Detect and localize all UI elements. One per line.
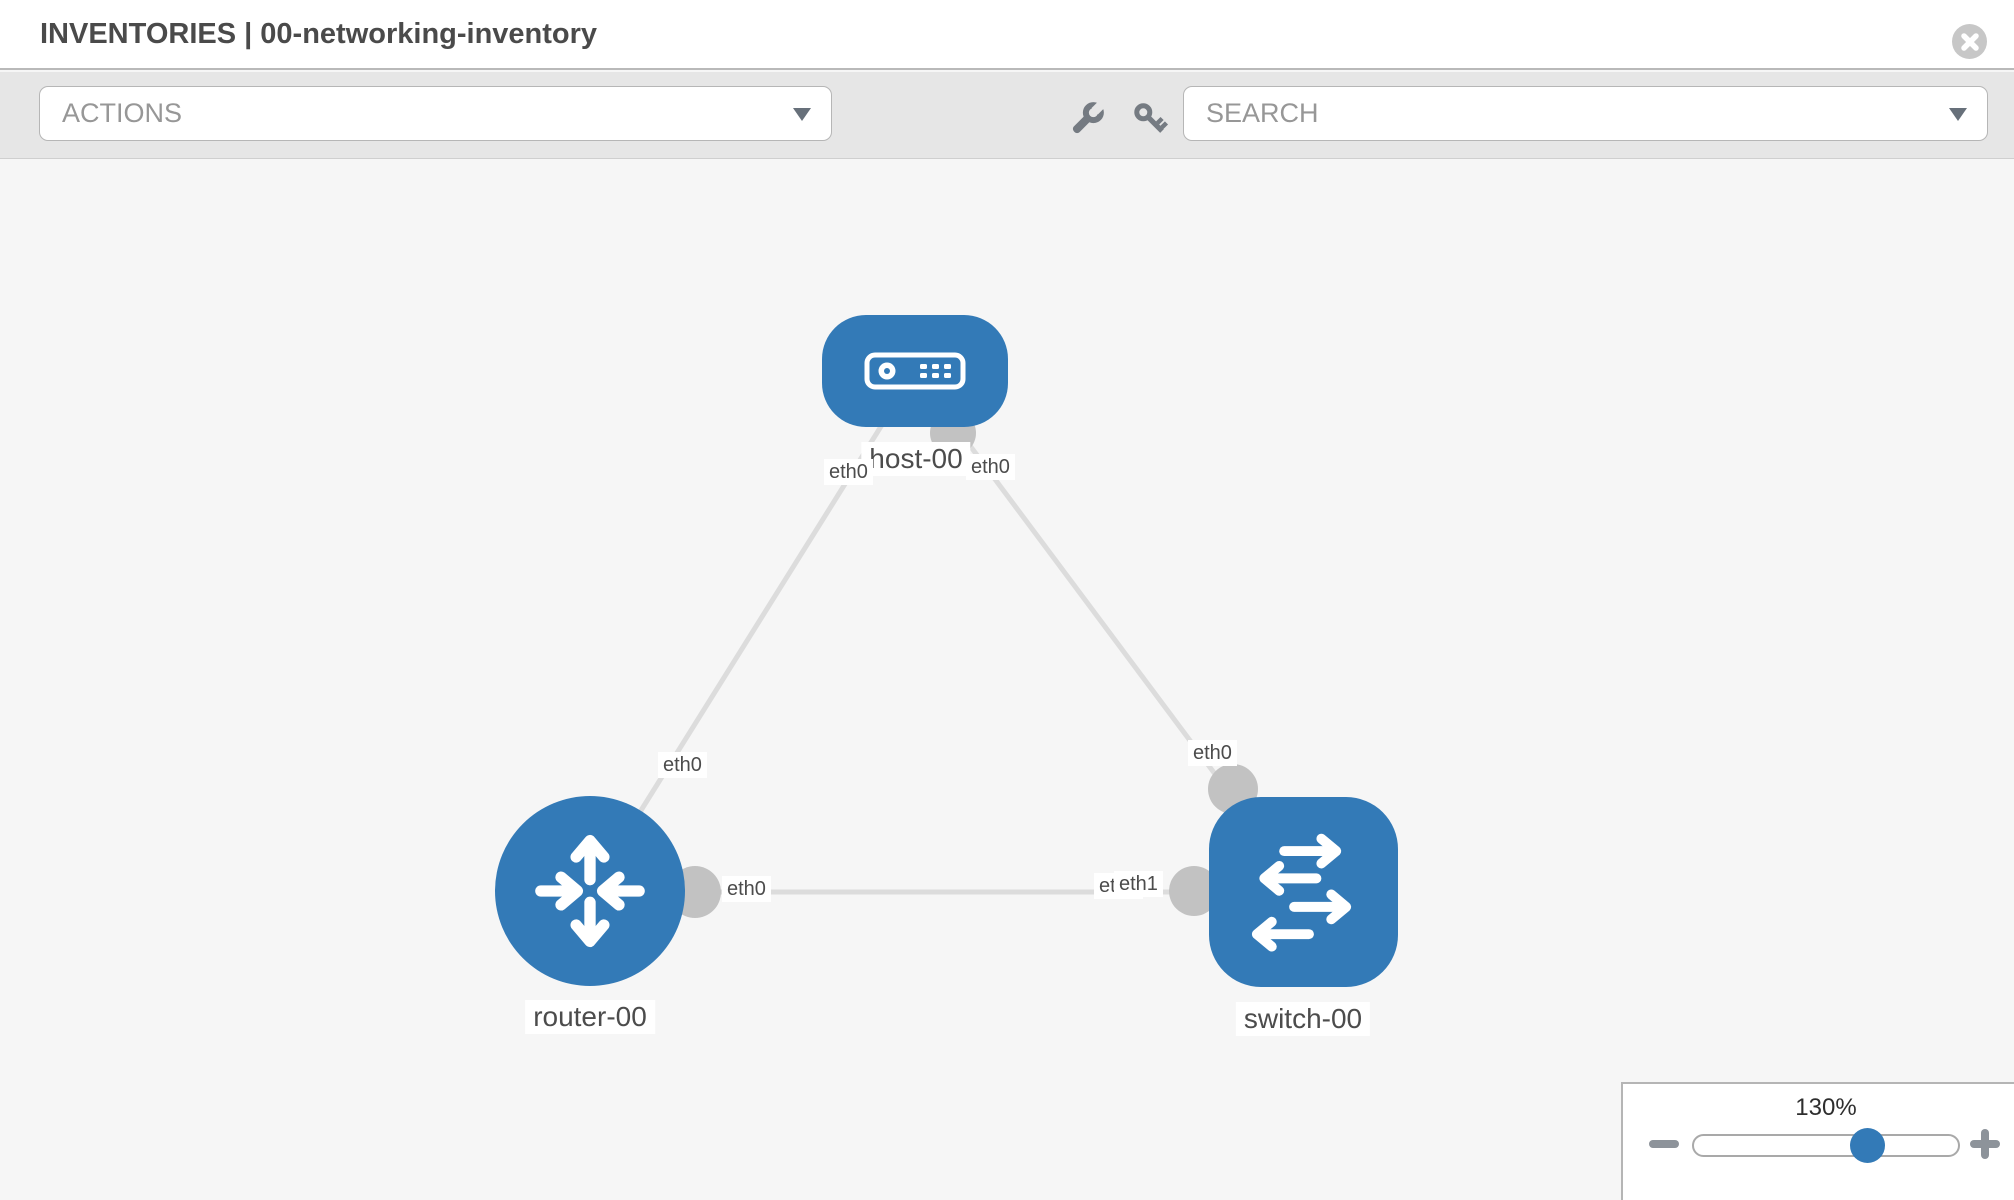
zoom-level-label: 130% <box>1795 1094 1857 1121</box>
wrench-icon <box>1072 100 1106 134</box>
key-icon <box>1134 103 1169 133</box>
link-host-router[interactable] <box>587 370 918 894</box>
iface-label-host-left: eth0 <box>824 459 873 485</box>
iface-label-router-port: eth0 <box>722 876 771 902</box>
search-placeholder: SEARCH <box>1206 98 1319 128</box>
zoom-panel: 130% <box>1621 1082 2014 1200</box>
node-label-host: host-00 <box>861 442 971 476</box>
actions-dropdown-label: ACTIONS <box>62 98 183 128</box>
node-host-00[interactable] <box>822 315 1008 427</box>
iface-label-link-host-switch: eth0 <box>1188 740 1237 766</box>
toolbar: ACTIONS SEARCH <box>0 72 2014 159</box>
zoom-slider-thumb[interactable] <box>1850 1128 1885 1163</box>
actions-dropdown[interactable]: ACTIONS <box>39 86 832 141</box>
iface-label-switch-port-front: eth1 <box>1114 871 1163 897</box>
page-title: INVENTORIES | 00-networking-inventory <box>40 17 598 50</box>
zoom-slider-track[interactable] <box>1692 1128 1960 1163</box>
zoom-out-button[interactable] <box>1648 1128 1680 1160</box>
zoom-in-icon <box>1970 1129 2000 1159</box>
chevron-down-icon <box>793 107 811 121</box>
node-label-router: router-00 <box>525 1000 655 1034</box>
chevron-down-icon <box>1949 107 1967 121</box>
iface-label-host-right: eth0 <box>966 454 1015 480</box>
key-button[interactable] <box>1128 97 1172 141</box>
router-icon <box>535 834 645 948</box>
configure-button[interactable] <box>1065 97 1109 141</box>
close-button[interactable] <box>1952 24 1987 59</box>
window-header: INVENTORIES | 00-networking-inventory <box>0 0 2014 70</box>
iface-label-link-host-router: eth0 <box>658 752 707 778</box>
node-label-switch: switch-00 <box>1235 1002 1371 1036</box>
topology-canvas[interactable]: host-00 router-00 switch-00 eth0 eth0 et… <box>0 160 2014 1200</box>
host-icon <box>864 352 966 390</box>
zoom-out-icon <box>1649 1140 1679 1148</box>
port-circle-switch-eth1 <box>1169 866 1219 916</box>
zoom-in-button[interactable] <box>1969 1128 2001 1160</box>
links-layer <box>587 370 1306 918</box>
node-switch-00[interactable] <box>1209 797 1398 987</box>
close-icon <box>1960 32 1979 51</box>
switch-icon <box>1251 833 1351 952</box>
search-dropdown[interactable]: SEARCH <box>1183 86 1988 141</box>
node-router-00[interactable] <box>495 796 685 986</box>
